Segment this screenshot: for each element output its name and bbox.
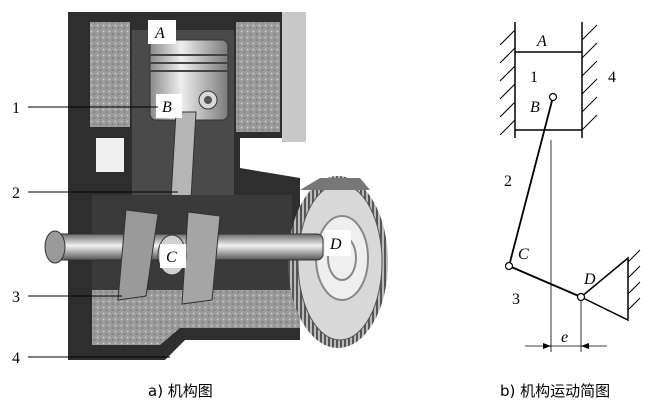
guide-wall-right-hatch <box>581 24 598 131</box>
offset-arrow-left <box>543 343 551 349</box>
right-label-c: C <box>518 246 529 263</box>
guide-wall-left-hatch <box>499 29 516 136</box>
callout-4: 4 <box>12 350 20 367</box>
crank-web-right <box>181 211 221 305</box>
joint-c <box>504 261 514 271</box>
fixed-support-hatch <box>627 249 641 311</box>
connecting-rod-link <box>508 96 554 267</box>
fixed-support-d <box>579 256 629 322</box>
link-number-2: 2 <box>504 173 512 190</box>
joint-b <box>548 92 558 102</box>
mechanism-illustration: A B C D 1 2 3 4 a) 机构图 <box>12 12 388 400</box>
cylinder-jacket-right <box>236 22 280 132</box>
crank-link <box>508 265 582 298</box>
right-label-d: D <box>583 271 596 288</box>
left-label-a: A <box>154 25 165 42</box>
right-label-a: A <box>536 33 547 50</box>
left-caption: a) 机构图 <box>148 382 213 400</box>
label-c-bg <box>160 244 186 268</box>
right-caption: b) 机构运动简图 <box>500 382 610 400</box>
cylinder-jacket-left <box>90 22 130 127</box>
left-label-b: B <box>162 99 172 116</box>
label-b-bg <box>156 94 182 118</box>
right-label-b: B <box>530 99 540 116</box>
kinematic-diagram <box>499 22 641 352</box>
callout-3: 3 <box>12 289 20 306</box>
link-number-3: 3 <box>512 291 520 308</box>
callout-2: 2 <box>12 185 20 202</box>
oil-sump <box>92 290 300 345</box>
crank-web-left <box>117 209 159 301</box>
kinematic-labels: A 1 4 B 2 C 3 D e b) 机构运动简图 <box>500 33 616 400</box>
label-d-bg <box>325 230 351 256</box>
offset-arrow-right <box>581 343 589 349</box>
left-label-c: C <box>166 249 177 266</box>
callout-1: 1 <box>12 100 20 117</box>
bore-window <box>96 138 124 172</box>
offset-label-e: e <box>561 329 568 346</box>
shaft-end <box>44 230 66 264</box>
link-number-4: 4 <box>608 69 616 86</box>
joint-d <box>576 292 586 302</box>
left-label-d: D <box>329 236 342 253</box>
housing-highlight <box>282 12 306 142</box>
flywheel <box>288 176 388 348</box>
link-number-1: 1 <box>530 69 538 86</box>
label-a-bg <box>148 20 176 44</box>
